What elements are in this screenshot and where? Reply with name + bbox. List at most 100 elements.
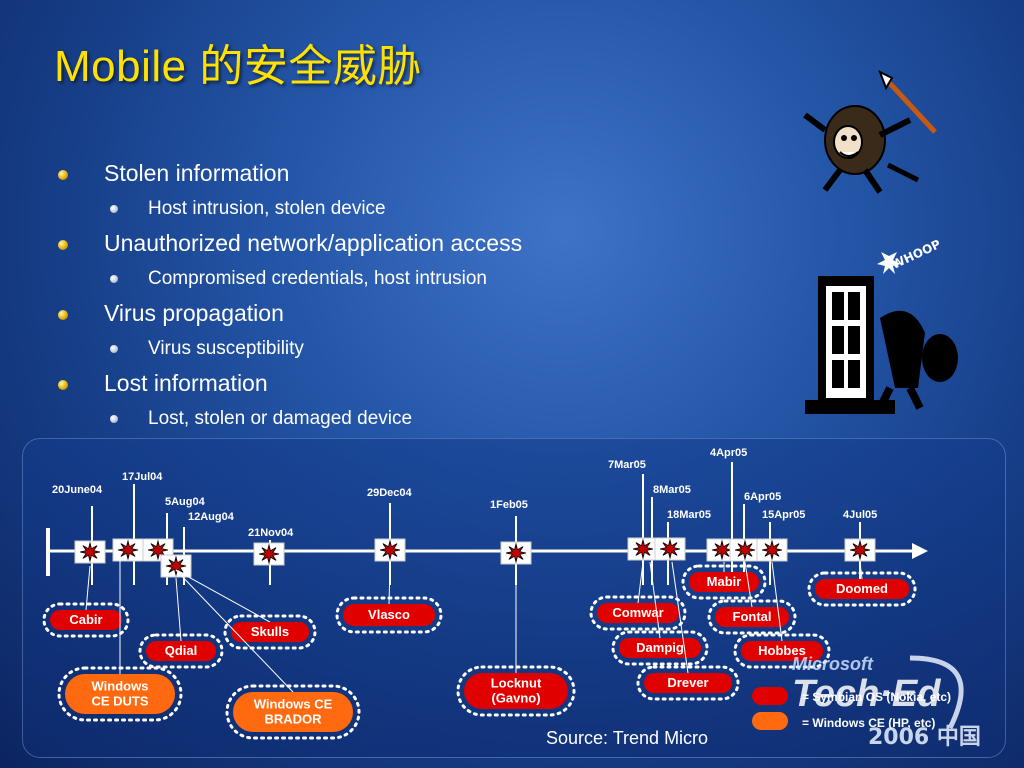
virus-label-pill	[715, 607, 789, 627]
burglar-door-icon: WHOOP	[805, 238, 958, 414]
bullet-text: Stolen information	[104, 160, 290, 186]
timeline-date-label: 4Apr05	[710, 447, 747, 459]
bullet-text: Unauthorized network/application access	[104, 230, 523, 256]
virus-label-pill	[146, 641, 216, 661]
virus-burst-icon	[849, 539, 871, 561]
virus-name: Mabir	[707, 574, 742, 589]
virus-name: Qdial	[165, 643, 198, 658]
timeline-date-label: 6Apr05	[744, 491, 781, 503]
virus-label-outline	[456, 665, 576, 717]
virus-burst-icon	[79, 541, 101, 563]
virus-name: CE DUTS	[91, 694, 148, 709]
timeline-arrowhead	[912, 543, 928, 559]
virus-label-outline	[636, 665, 740, 701]
bullet-item: Lost information Lost, stolen or damaged…	[58, 370, 678, 440]
legend-symbian-swatch	[752, 687, 788, 705]
virus-burst-icon	[258, 543, 280, 565]
timeline-date-label: 7Mar05	[608, 459, 646, 471]
bullet-icon	[58, 310, 68, 320]
virus-label-outline	[335, 596, 443, 634]
virus-leader-line	[175, 569, 294, 693]
virus-name: Cabir	[69, 612, 102, 627]
virus-label-pill	[233, 692, 353, 732]
virus-label-pill	[597, 603, 679, 623]
virus-burst-icon	[379, 539, 401, 561]
bullet-list: Stolen information Host intrusion, stole…	[58, 160, 678, 440]
virus-label-pill	[50, 610, 122, 630]
bullet-icon	[58, 240, 68, 250]
virus-name: Vlasco	[368, 607, 410, 622]
virus-burst-icon	[505, 542, 527, 564]
virus-leader-line	[175, 577, 182, 642]
sub-bullet-icon	[110, 415, 118, 423]
virus-name: Hobbes	[758, 643, 806, 658]
virus-label-outline	[681, 564, 767, 600]
virus-name: Skulls	[251, 624, 289, 639]
virus-burst-icon	[659, 538, 681, 560]
virus-burst-icon	[761, 539, 783, 561]
virus-name: Windows	[92, 679, 149, 694]
bullet-item: Virus propagation Virus susceptibility	[58, 300, 678, 370]
bullet-item: Unauthorized network/application access …	[58, 230, 678, 300]
virus-burst-icon	[165, 555, 187, 577]
virus-label-outline	[611, 630, 709, 666]
virus-label-outline	[57, 666, 183, 722]
virus-label-pill	[464, 673, 568, 709]
virus-burst-icon	[632, 538, 654, 560]
bullet-text: Virus propagation	[104, 300, 284, 326]
virus-name: Drever	[667, 675, 708, 690]
virus-label-pill	[65, 674, 175, 714]
virus-leader-line	[771, 561, 783, 642]
virus-label-outline	[807, 571, 917, 607]
timeline-date-label: 29Dec04	[367, 487, 413, 499]
sub-bullet-text: Host intrusion, stolen device	[148, 198, 386, 219]
virus-burst-icon	[711, 539, 733, 561]
timeline-date-label: 1Feb05	[490, 499, 528, 511]
bullet-item: Stolen information Host intrusion, stole…	[58, 160, 678, 230]
virus-burst-icon	[734, 539, 756, 561]
slide-title: Mobile 的安全威胁	[54, 42, 422, 91]
caveman-throwing-spear-icon	[803, 70, 937, 194]
virus-leader-line	[637, 561, 644, 604]
virus-name: Comwar	[612, 605, 663, 620]
timeline-date-label: 5Aug04	[165, 496, 206, 508]
source-caption: Source: Trend Micro	[546, 728, 709, 748]
virus-label-outline	[223, 614, 317, 650]
virus-leader-line	[859, 561, 863, 580]
virus-name: Windows CE	[254, 697, 333, 712]
timeline-date-label: 21Nov04	[248, 527, 294, 539]
bullet-text: Lost information	[104, 370, 268, 396]
virus-label-pill	[741, 641, 823, 661]
virus-name: Dampig	[636, 640, 684, 655]
teched-logo: Microsoft Tech·Ed 2006 中国	[792, 654, 981, 750]
virus-name: Locknut	[491, 676, 542, 691]
virus-label-outline	[589, 595, 687, 631]
virus-label-pill	[619, 638, 701, 658]
virus-label-pill	[343, 604, 435, 626]
virus-label-pill	[815, 579, 909, 599]
virus-name: (Gavno)	[491, 691, 540, 706]
virus-label-pill	[231, 622, 309, 642]
timeline-date-label: 20June04	[52, 484, 103, 496]
virus-name: Fontal	[733, 609, 772, 624]
virus-label-pill	[689, 572, 759, 592]
virus-label-outline	[42, 602, 130, 638]
virus-label-outline	[138, 633, 224, 669]
logo-year: 2006 中国	[868, 725, 981, 750]
bullet-icon	[58, 380, 68, 390]
timeline-date-label: 8Mar05	[653, 484, 691, 496]
timeline-date-label: 12Aug04	[188, 511, 235, 523]
logo-product: Tech·Ed	[792, 673, 941, 715]
sub-bullet-icon	[110, 275, 118, 283]
virus-name: BRADOR	[264, 712, 322, 727]
timeline-date-label: 17Jul04	[122, 471, 163, 483]
legend-symbian-label: = Symbian OS (Nokia, etc)	[802, 690, 952, 704]
sub-bullet-text: Virus susceptibility	[148, 338, 304, 359]
sub-bullet-icon	[110, 205, 118, 213]
sub-bullet-icon	[110, 345, 118, 353]
timeline-date-label: 18Mar05	[667, 509, 711, 521]
virus-burst-icon	[117, 539, 139, 561]
legend-wince-swatch	[752, 712, 788, 730]
sub-bullet-text: Compromised credentials, host intrusion	[148, 268, 487, 289]
